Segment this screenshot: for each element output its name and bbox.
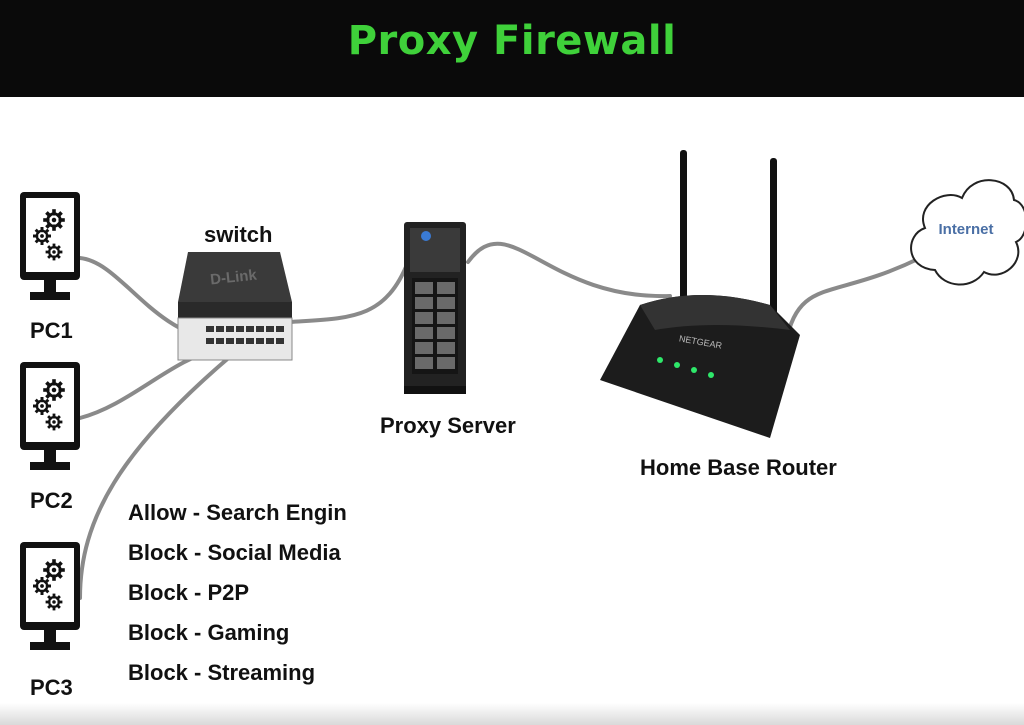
cable-pc3-switch: [78, 353, 234, 600]
cable-switch-proxy: [288, 260, 410, 324]
pc1-monitor-icon: [20, 192, 80, 300]
cable-router-internet: [783, 256, 922, 347]
switch-brand: D-Link: [209, 267, 258, 289]
pc3-monitor-icon: [20, 542, 80, 650]
title-bar: Proxy Firewall: [0, 0, 1024, 97]
proxy-server-icon: [404, 222, 466, 394]
rule-item: Block - Social Media: [128, 540, 341, 565]
rule-item: Allow - Search Engin: [128, 500, 347, 525]
rule-item: Block - Streaming: [128, 660, 316, 685]
internet-cloud-icon: Internet: [910, 179, 1024, 286]
router-label: Home Base Router: [640, 455, 837, 480]
rule-item: Block - Gaming: [128, 620, 290, 645]
cables: [78, 241, 922, 600]
firewall-rules-list: Allow - Search Engin Block - Social Medi…: [128, 499, 347, 699]
rule-item: Block - P2P: [128, 580, 250, 605]
proxy-server-label: Proxy Server: [380, 413, 516, 438]
switch-icon: D-Link: [177, 252, 293, 361]
cable-proxy-router: [466, 241, 672, 299]
switch-label: switch: [204, 222, 273, 247]
pc2-monitor-icon: [20, 362, 80, 470]
bottom-strip: [0, 703, 1024, 725]
page-title: Proxy Firewall: [347, 17, 677, 64]
pc1-label: PC1: [30, 318, 73, 343]
pc3-label: PC3: [30, 675, 73, 700]
router-icon: NETGEAR: [600, 150, 800, 438]
pc2-label: PC2: [30, 488, 73, 513]
internet-label: Internet: [938, 221, 993, 238]
